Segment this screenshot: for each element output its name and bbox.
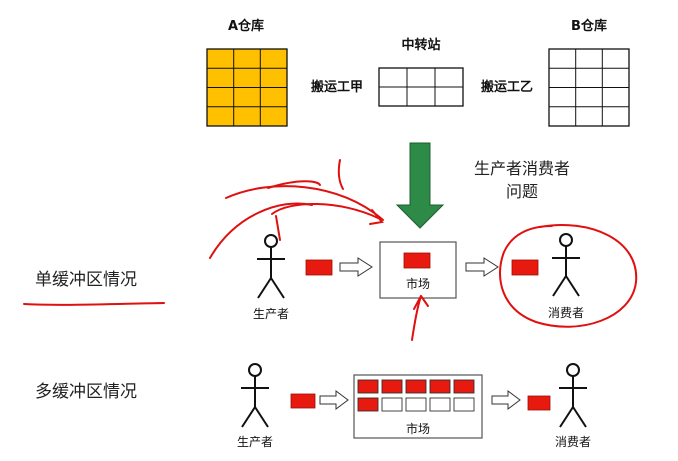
producer-stick-figure — [241, 363, 269, 428]
open-arrow — [491, 390, 521, 410]
worker-b-label: 搬运工乙 — [481, 79, 533, 95]
product-block — [511, 259, 539, 276]
buffer-slots — [357, 379, 475, 412]
open-arrow — [465, 257, 499, 277]
warehouse-a-grid — [206, 48, 288, 127]
buffer-slot-filled — [381, 379, 403, 394]
buffer-slot-empty — [381, 397, 403, 412]
underline-stroke — [23, 302, 165, 306]
product-block — [305, 259, 333, 276]
problem-label-line2: 问题 — [506, 182, 538, 201]
buffer-slot-filled — [357, 379, 379, 394]
warehouse-a-label: A仓库 — [228, 18, 264, 34]
arrow-stroke — [369, 209, 384, 225]
problem-label-line1: 生产者消费者 — [474, 159, 570, 178]
product-block — [527, 395, 551, 411]
consumer-stick-figure — [559, 363, 587, 428]
buffer-slot-filled — [405, 379, 427, 394]
market-label: 市场 — [406, 276, 430, 291]
buffer-slot-filled — [429, 379, 451, 394]
market-box — [379, 241, 457, 299]
consumer-label: 消费者 — [555, 435, 591, 449]
worker-a-label: 搬运工甲 — [311, 79, 363, 95]
green-down-arrow — [395, 142, 445, 229]
producer-label: 生产者 — [237, 435, 273, 449]
consumer-stick-figure — [552, 233, 580, 297]
relay-station-grid — [378, 67, 464, 107]
producer-stick-figure — [257, 234, 285, 299]
arrow-stroke — [275, 215, 281, 241]
red-annotations — [23, 159, 638, 341]
consumer-label: 消费者 — [548, 306, 584, 320]
product-block — [290, 393, 316, 409]
single-buffer-section-label: 单缓冲区情况 — [35, 270, 137, 290]
market-product-block — [403, 252, 431, 269]
warehouse-b-grid — [548, 48, 630, 127]
arrow-stroke — [267, 180, 321, 189]
consumer-circle — [499, 224, 638, 328]
arrow-stroke — [337, 159, 344, 190]
buffer-slot-empty — [453, 397, 475, 412]
arrow-stroke — [271, 202, 379, 219]
buffer-slot-filled — [357, 397, 379, 412]
arrow-stroke — [209, 202, 313, 259]
producer-label: 生产者 — [253, 307, 289, 321]
open-arrow — [319, 390, 349, 410]
buffer-slot-empty — [429, 397, 451, 412]
multi-buffer-section-label: 多缓冲区情况 — [35, 382, 137, 402]
open-arrow — [339, 257, 373, 277]
arrow-stroke — [413, 295, 429, 310]
warehouse-b-label: B仓库 — [571, 18, 607, 34]
arrow-stroke — [225, 185, 384, 221]
buffer-slot-filled — [453, 379, 475, 394]
buffer-slot-empty — [405, 397, 427, 412]
relay-station-label: 中转站 — [401, 37, 440, 53]
multi-market-label: 市场 — [406, 421, 430, 436]
